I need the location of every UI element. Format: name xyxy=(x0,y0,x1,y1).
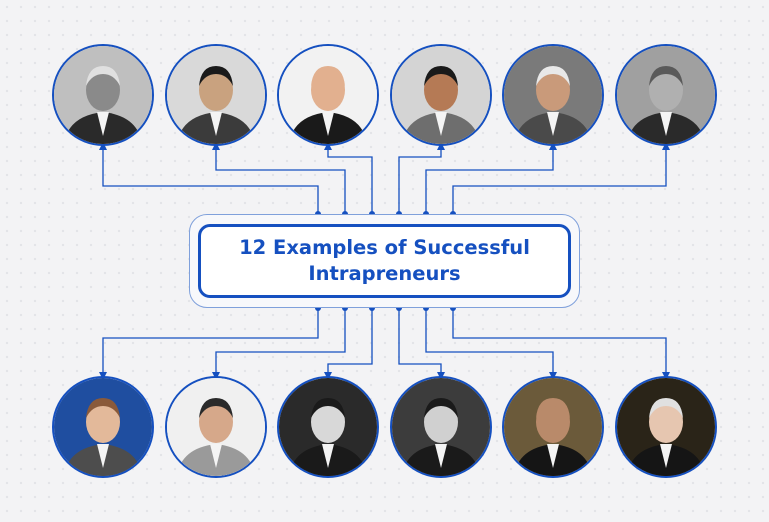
connector-bottom-4 xyxy=(398,308,445,380)
title-box: 12 Examples of Successful Intrapreneurs xyxy=(198,224,571,298)
connector-bottom-5 xyxy=(425,308,557,380)
connector-top-1 xyxy=(99,142,319,214)
connector-bottom-6 xyxy=(452,308,670,380)
portrait-8 xyxy=(165,376,267,478)
connector-bottom-1 xyxy=(99,308,319,380)
portrait-9 xyxy=(277,376,379,478)
portrait-11 xyxy=(502,376,604,478)
portrait-10 xyxy=(390,376,492,478)
connector-bottom-2 xyxy=(212,308,346,380)
connector-bottom-3 xyxy=(324,308,373,380)
portrait-3 xyxy=(277,44,379,146)
page-title: 12 Examples of Successful Intrapreneurs xyxy=(239,236,530,285)
connector-top-5 xyxy=(425,142,557,214)
portrait-5 xyxy=(502,44,604,146)
portrait-4 xyxy=(390,44,492,146)
connector-top-4 xyxy=(398,142,445,214)
portrait-2 xyxy=(165,44,267,146)
connector-top-3 xyxy=(324,142,373,214)
portrait-12 xyxy=(615,376,717,478)
connector-top-6 xyxy=(452,142,670,214)
portrait-6 xyxy=(615,44,717,146)
portrait-7 xyxy=(52,376,154,478)
portrait-1 xyxy=(52,44,154,146)
connector-top-2 xyxy=(212,142,346,214)
